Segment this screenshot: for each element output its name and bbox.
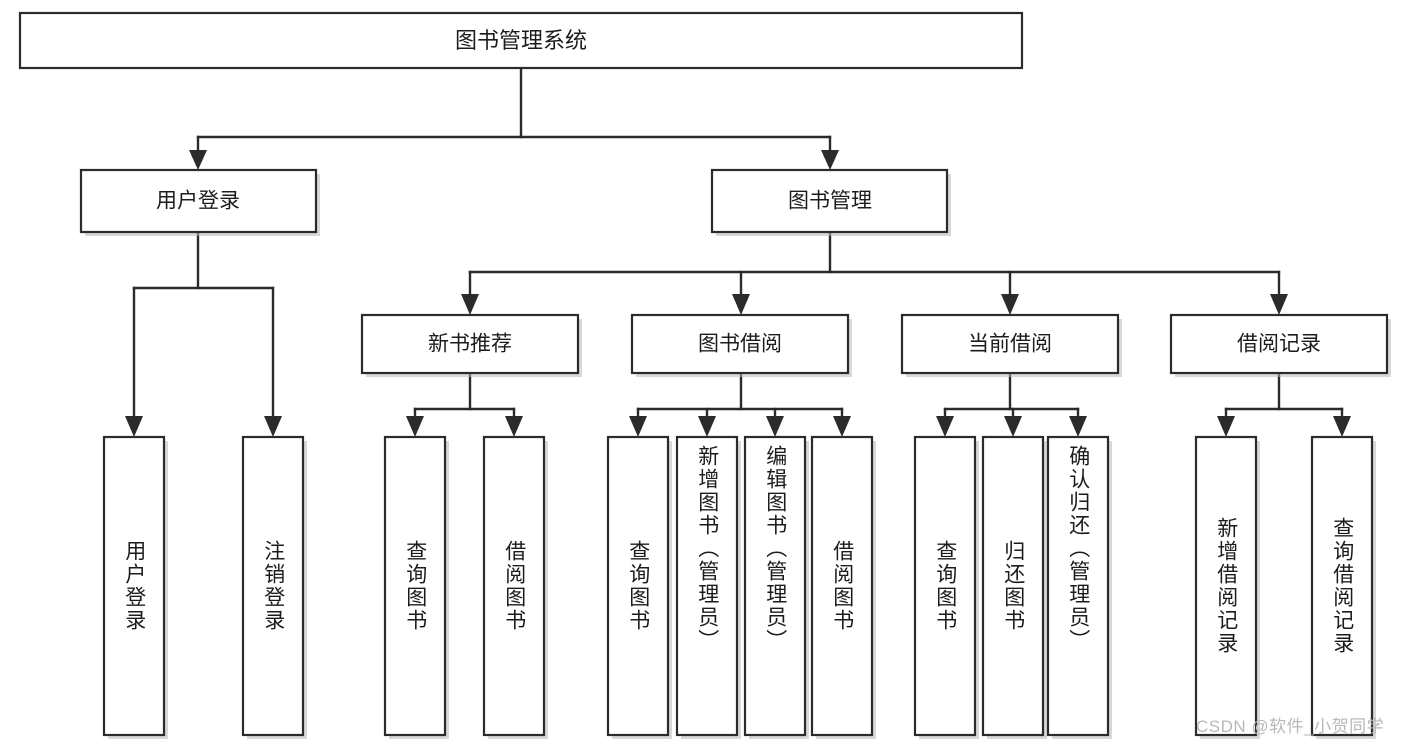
arrow-head-leaf-query-book-2 xyxy=(629,416,647,437)
arrow-head-borrow-record xyxy=(1270,294,1288,315)
leaf-user-logout-box[interactable] xyxy=(241,435,305,737)
node-book-borrow-box xyxy=(630,313,850,375)
node-new-book-recommend-box xyxy=(360,313,580,375)
leaf-user-login-box[interactable] xyxy=(102,435,166,737)
arrow-head-user-login xyxy=(189,150,207,170)
node-borrow-record[interactable]: 借阅记录 xyxy=(1169,313,1391,377)
leaf-add-book-box[interactable] xyxy=(675,435,739,737)
leaf-edit-book-box[interactable] xyxy=(743,435,807,737)
arrow-head-leaf-user-login xyxy=(125,416,143,437)
leaf-box-layer xyxy=(102,435,1376,739)
arrow-head-leaf-edit-book xyxy=(766,416,784,437)
leaf-query-record-box[interactable] xyxy=(1310,435,1374,737)
node-borrow-record-label: 借阅记录 xyxy=(1237,333,1321,356)
arrow-head-leaf-add-book xyxy=(698,416,716,437)
arrow-head-leaf-query-book-3 xyxy=(936,416,954,437)
node-book-management-box xyxy=(710,168,949,234)
node-new-book-recommend-label: 新书推荐 xyxy=(428,333,512,356)
leaf-add-record-box[interactable] xyxy=(1194,435,1258,737)
node-root-box xyxy=(18,11,1024,70)
node-current-borrow[interactable]: 当前借阅 xyxy=(900,313,1122,377)
node-root-label: 图书管理系统 xyxy=(455,28,587,53)
node-book-borrow[interactable]: 图书借阅 xyxy=(630,313,852,377)
leaf-borrow-book-1-box[interactable] xyxy=(482,435,546,737)
node-root[interactable]: 图书管理系统 xyxy=(18,11,1024,70)
arrow-head-current-borrow xyxy=(1001,294,1019,315)
connector-layer xyxy=(125,66,1351,437)
arrow-head-leaf-query-book-1 xyxy=(406,416,424,437)
node-new-book-recommend[interactable]: 新书推荐 xyxy=(360,313,582,377)
node-user-login[interactable]: 用户登录 xyxy=(79,168,320,236)
node-user-login-label: 用户登录 xyxy=(156,190,240,213)
watermark: CSDN @软件_小贺同学 xyxy=(1196,717,1385,736)
node-book-management[interactable]: 图书管理 xyxy=(710,168,951,236)
arrow-head-leaf-borrow-book-2 xyxy=(833,416,851,437)
arrow-head-leaf-borrow-book-1 xyxy=(505,416,523,437)
node-current-borrow-label: 当前借阅 xyxy=(968,333,1052,356)
leaf-return-book-box[interactable] xyxy=(981,435,1045,737)
arrow-head-leaf-query-record xyxy=(1333,416,1351,437)
node-current-borrow-box xyxy=(900,313,1120,375)
leaf-query-book-3-box[interactable] xyxy=(913,435,977,737)
node-book-borrow-label: 图书借阅 xyxy=(698,333,782,356)
arrow-head-leaf-user-logout xyxy=(264,416,282,437)
node-book-management-label: 图书管理 xyxy=(788,190,872,213)
arrow-head-leaf-return-book xyxy=(1004,416,1022,437)
arrow-head-book-management xyxy=(821,150,839,170)
leaf-confirm-return-box[interactable] xyxy=(1046,435,1110,737)
arrow-head-book-borrow xyxy=(732,294,750,315)
node-borrow-record-box xyxy=(1169,313,1389,375)
leaf-query-book-1-box[interactable] xyxy=(383,435,447,737)
arrow-head-leaf-add-record xyxy=(1217,416,1235,437)
arrow-head-new-book-recommend xyxy=(461,294,479,315)
leaf-query-book-2-box[interactable] xyxy=(606,435,670,737)
node-user-login-box xyxy=(79,168,318,234)
arrow-head-leaf-confirm-return xyxy=(1069,416,1087,437)
leaf-borrow-book-2-box[interactable] xyxy=(810,435,874,737)
